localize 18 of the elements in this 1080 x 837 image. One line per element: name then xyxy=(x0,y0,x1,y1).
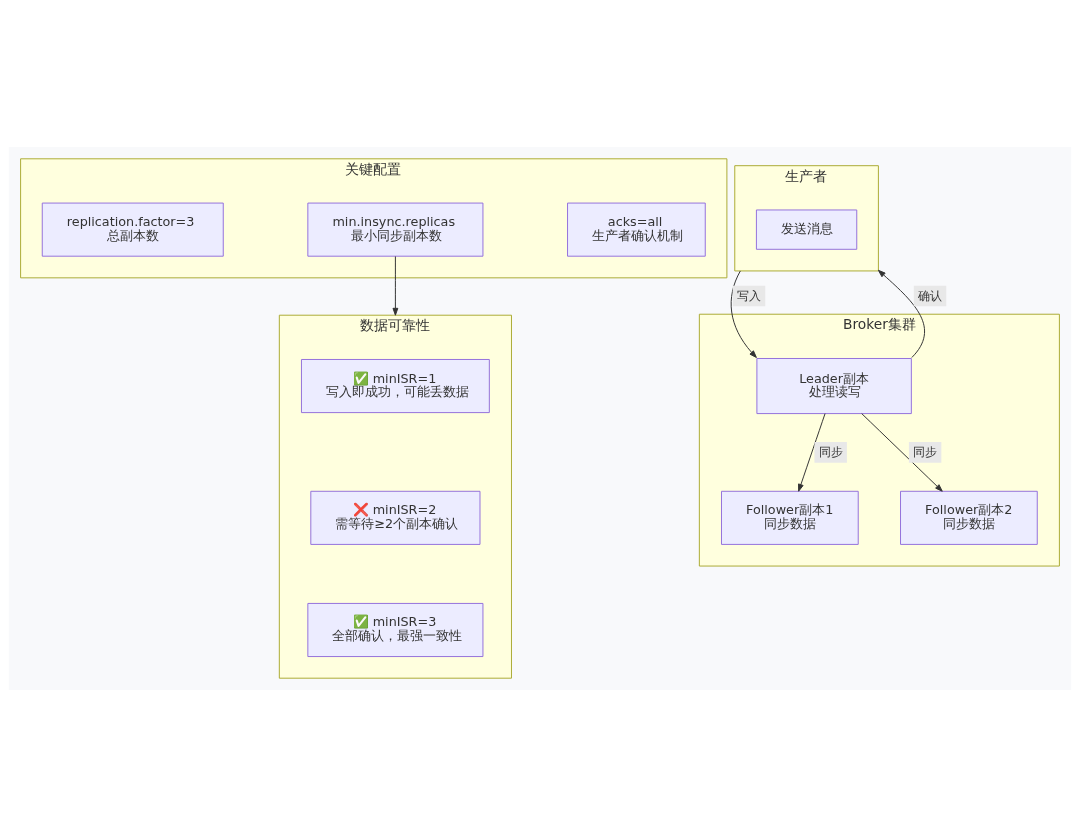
arrow xyxy=(877,269,925,358)
node-box: min.insync.replicas 最小同步副本数 xyxy=(307,202,484,257)
node-box: Leader副本 处理读写 xyxy=(756,358,912,415)
edge-label: 写入 xyxy=(737,288,762,303)
node-box: ✅ minISR=1 写入即成功，可能丢数据 xyxy=(300,359,490,414)
node-box: ✅ minISR=3 全部确认，最强一致性 xyxy=(307,602,484,658)
arrow xyxy=(392,256,399,316)
edge-label: 同步 xyxy=(818,444,843,459)
node-box: replication.factor=3 总副本数 xyxy=(41,202,224,257)
node-box: Follower副本1 同步数据 xyxy=(721,490,859,545)
node-box: 发送消息 xyxy=(755,209,858,250)
node-box: acks=all 生产者确认机制 xyxy=(567,202,706,257)
node-box: ❌ minISR=2 需等待≥2个副本确认 xyxy=(310,490,481,545)
node-box: Follower副本2 同步数据 xyxy=(900,490,1038,545)
edge-label: 确认 xyxy=(918,288,943,303)
arrow xyxy=(730,270,757,358)
arrow xyxy=(798,413,826,492)
edge-label: 同步 xyxy=(913,444,938,459)
